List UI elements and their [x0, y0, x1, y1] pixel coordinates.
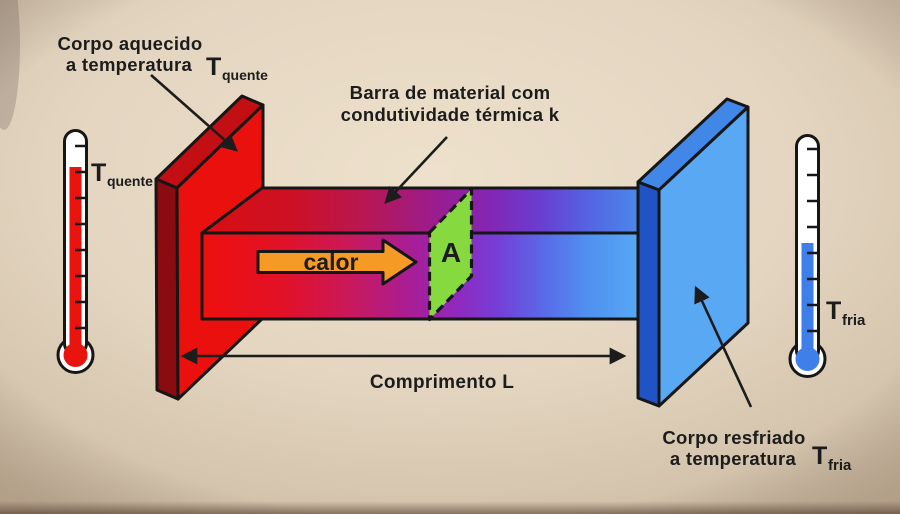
bottom-shade — [0, 501, 900, 514]
